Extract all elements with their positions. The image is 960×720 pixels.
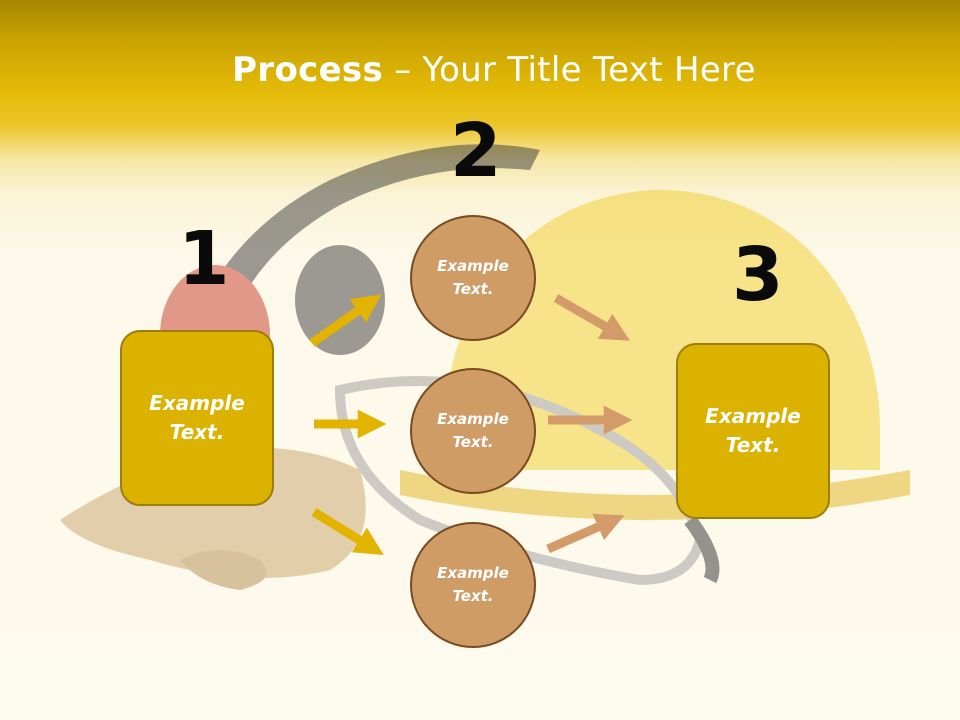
step-1-number: 1	[178, 216, 230, 302]
circle-1-text-line1: Example	[437, 257, 509, 275]
arrow-circle-3-to-3	[546, 513, 625, 554]
circle-1-text-line2: Text.	[452, 280, 494, 298]
step-3-text-line1: Example	[705, 404, 801, 428]
title-rest: – Your Title Text Here	[383, 50, 756, 90]
step-1-text-line1: Example	[149, 391, 245, 415]
circle-3-text-line2: Text.	[452, 587, 494, 605]
circle-3-text-line1: Example	[437, 564, 509, 582]
step-2-number: 2	[450, 108, 502, 194]
arrow-1-to-circle-1	[309, 294, 382, 347]
slide-title: Process – Your Title Text Here	[0, 50, 960, 90]
step-1-text-line2: Text.	[169, 420, 225, 444]
step-3-number: 3	[732, 232, 784, 318]
arrow-circle-1-to-3	[553, 294, 630, 341]
circle-2-text-line1: Example	[437, 410, 509, 428]
step-3-text-line2: Text.	[725, 433, 781, 457]
title-bold: Process	[232, 50, 384, 90]
circle-2-text-line2: Text.	[452, 433, 494, 451]
arrow-1-to-circle-3	[311, 508, 384, 556]
